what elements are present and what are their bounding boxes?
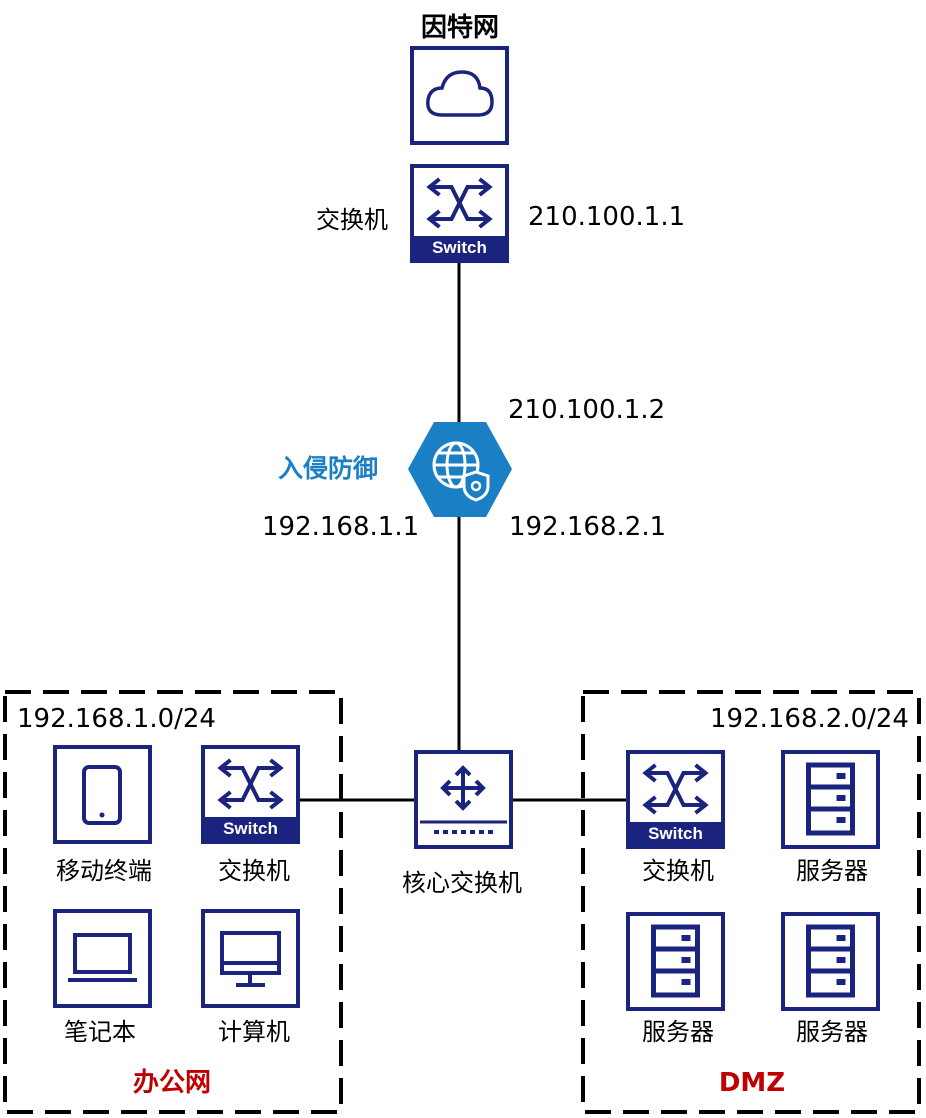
edge-switch-label: 交换机 bbox=[316, 206, 388, 234]
internet-label: 因特网 bbox=[420, 13, 500, 43]
internet-node bbox=[410, 46, 509, 145]
office-switch-node bbox=[201, 745, 300, 844]
cloud-icon bbox=[426, 70, 494, 117]
edge-switch-node bbox=[410, 164, 509, 263]
office-computer-label: 计算机 bbox=[218, 1018, 290, 1046]
mobile-phone-icon bbox=[82, 765, 122, 825]
dmz-switch-label: 交换机 bbox=[642, 857, 714, 885]
office-laptop-label: 笔记本 bbox=[64, 1018, 136, 1046]
dmz-server-1-label: 服务器 bbox=[796, 857, 868, 885]
office-laptop-node bbox=[53, 909, 152, 1008]
dmz-server-3-node bbox=[781, 912, 880, 1011]
dmz-server-2-label: 服务器 bbox=[642, 1018, 714, 1046]
monitor-icon bbox=[220, 931, 281, 987]
office-switch-badge: Switch bbox=[223, 819, 278, 838]
office-computer-node bbox=[201, 909, 300, 1008]
office-subnet: 192.168.1.0/24 bbox=[17, 704, 216, 734]
ips-ip-left: 192.168.1.1 bbox=[262, 512, 420, 542]
router-arrows-icon bbox=[440, 765, 486, 811]
office-mobile-label: 移动终端 bbox=[56, 857, 152, 885]
edge-switch-ip: 210.100.1.1 bbox=[528, 202, 686, 232]
ips-label: 入侵防御 bbox=[278, 454, 379, 483]
dmz-switch-badge: Switch bbox=[648, 824, 703, 843]
office-mobile-node bbox=[53, 745, 152, 844]
dmz-switch-node bbox=[626, 750, 725, 849]
laptop-icon bbox=[68, 933, 137, 982]
edge-switch-badge: Switch bbox=[432, 238, 487, 257]
dmz-server-3-label: 服务器 bbox=[796, 1018, 868, 1046]
dmz-subnet: 192.168.2.0/24 bbox=[710, 704, 909, 734]
dmz-zone-name: DMZ bbox=[718, 1068, 786, 1098]
dmz-zone-border bbox=[581, 690, 921, 1114]
core-switch-node bbox=[414, 750, 513, 849]
dmz-server-2-node bbox=[626, 912, 725, 1011]
office-switch-label: 交换机 bbox=[218, 857, 290, 885]
globe-shield-icon bbox=[432, 441, 480, 489]
dmz-server-1-node bbox=[781, 750, 880, 849]
ips-node bbox=[408, 422, 512, 517]
ips-ip-right: 192.168.2.1 bbox=[509, 512, 667, 542]
core-switch-label: 核心交换机 bbox=[402, 869, 522, 897]
office-zone-border bbox=[3, 690, 343, 1114]
office-zone-name: 办公网 bbox=[132, 1068, 212, 1098]
ips-ip-top: 210.100.1.2 bbox=[508, 395, 666, 425]
